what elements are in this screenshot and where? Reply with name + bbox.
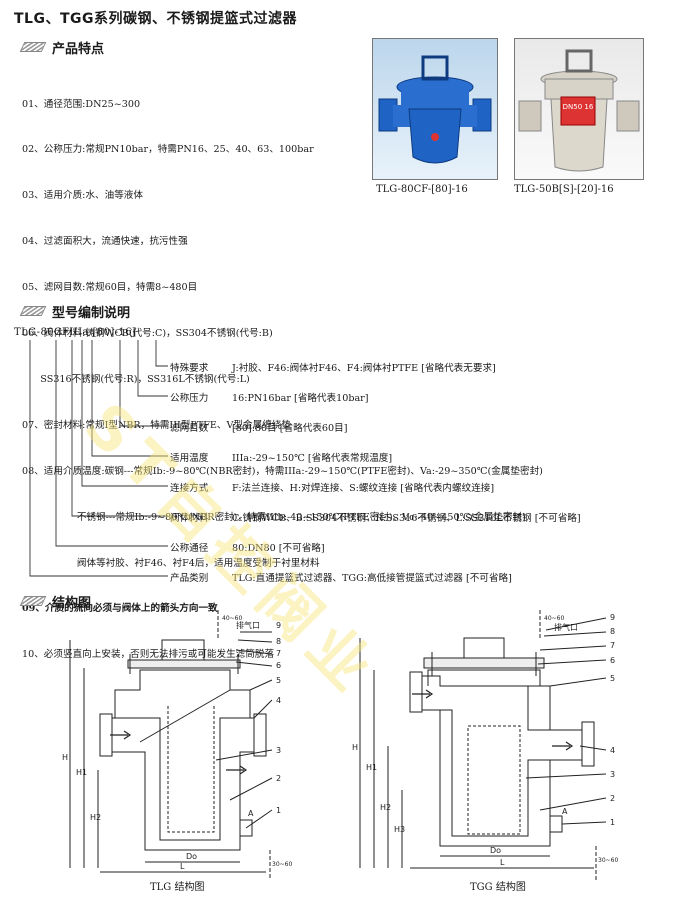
feature-item: 06、阀体材料:铸钢WCB(代号:C)，SS304不锈钢(代号:B): [22, 328, 273, 340]
feature-item: 不锈钢---常规Ib:-9~80℃(NBR密封)，特需IIIb:-40~150℃…: [22, 511, 526, 523]
diagram-caption: TLG 结构图: [150, 882, 205, 893]
decode-key: 产品类别: [170, 573, 209, 584]
photo-plate-text: DN50 16: [563, 103, 594, 111]
page-title: TLG、TGG系列碳钢、不锈钢提篮式过滤器: [14, 11, 297, 27]
dim-label: H2: [90, 813, 101, 822]
section-model-title: 型号编制说明: [52, 306, 131, 321]
decode-row: 连接方式 F:法兰连接、H:对焊连接、S:螺纹连接 [省略代表内螺纹连接]: [170, 480, 494, 494]
part-number: 3: [276, 746, 281, 755]
tlg-structure-diagram: 排气口 9 8 7 6 5 4 3 2 1 H H1 H2 Do L A 40~…: [62, 610, 292, 880]
decode-value: 16:PN16bar [省略代表10bar]: [232, 393, 369, 404]
dim-label: Do: [186, 852, 197, 861]
dim-label: 30~60: [272, 861, 292, 868]
dim-label: H: [62, 753, 68, 762]
feature-item: 07、密封材料:常规I型NBR，特需III型PTFE、V型金属缠绕垫: [22, 419, 291, 431]
photo-caption: TLG-80CF-[80]-16: [376, 184, 468, 195]
decode-value: TLG:直通提篮式过滤器、TGG:高低接管提篮式过滤器 [不可省略]: [232, 573, 512, 584]
part-number: 2: [276, 774, 281, 783]
part-number: 4: [276, 696, 281, 705]
decode-value: [80]:80目 [省略代表60目]: [232, 423, 348, 434]
section-marker: [19, 596, 47, 606]
diagram-caption: TGG 结构图: [470, 882, 526, 893]
decode-row: 特殊要求 J:衬胶、F46:阀体衬F46、F4:阀体衬PTFE [省略代表无要求]: [170, 360, 496, 374]
decode-row: 公称压力 16:PN16bar [省略代表10bar]: [170, 390, 369, 404]
dim-label: A: [562, 807, 568, 816]
vent-label: 排气口: [236, 620, 260, 630]
feature-item: 08、适用介质温度:碳钢---常规Ib:-9~80℃(NBR密封)，特需IIIa…: [22, 465, 543, 477]
dim-label: H: [352, 743, 358, 752]
dim-label: A: [248, 809, 254, 818]
decode-key: 公称压力: [170, 393, 209, 404]
feature-item: 03、适用介质:水、油等液体: [22, 190, 143, 202]
tgg-structure-diagram: 排气口 9 8 7 6 5 4 3 2 1 H H1 H2 H3 Do L A …: [352, 610, 618, 880]
dim-label: H3: [394, 825, 405, 834]
dim-label: L: [180, 862, 185, 871]
decode-value: IIIa:-29~150℃ [省略代表常规温度]: [232, 453, 393, 464]
decode-value: J:衬胶、F46:阀体衬F46、F4:阀体衬PTFE [省略代表无要求]: [232, 363, 496, 374]
feature-item: 02、公称压力:常规PN10bar，特需PN16、25、40、63、100bar: [22, 144, 314, 156]
feature-item: 01、通径范围:DN25~300: [22, 98, 141, 110]
part-number: 2: [610, 794, 615, 803]
part-number: 9: [276, 621, 281, 630]
decode-key: 滤网目数: [170, 423, 209, 434]
part-number: 7: [610, 641, 615, 650]
dim-label: H1: [76, 768, 87, 777]
decode-key: 阀体材料: [170, 513, 209, 524]
dim-label: 40~60: [544, 615, 564, 622]
decode-key: 公称通径: [170, 543, 209, 554]
dim-label: Do: [490, 846, 501, 855]
part-number: 5: [276, 676, 281, 685]
part-number: 6: [610, 656, 615, 665]
part-number: 4: [610, 746, 615, 755]
model-code: TLG-80CFIIIa-[80]-16J: [14, 327, 137, 338]
decode-value: F:法兰连接、H:对焊连接、S:螺纹连接 [省略代表内螺纹连接]: [232, 483, 495, 494]
feature-item: 10、必须竖直向上安装，否则无法排污或可能发生滤筒脱落: [22, 649, 275, 661]
section-structure-title: 结构图: [52, 596, 92, 611]
decode-key: 连接方式: [170, 483, 209, 494]
decode-row: 适用温度 IIIa:-29~150℃ [省略代表常规温度]: [170, 450, 392, 464]
decode-key: 特殊要求: [170, 363, 209, 374]
dim-label: L: [500, 858, 505, 867]
features-list: 01、通径范围:DN25~300 02、公称压力:常规PN10bar，特需PN1…: [22, 66, 543, 678]
part-number: 7: [276, 649, 281, 658]
decode-row: 阀体材料 C:铸钢WCB、B:SS304不锈钢、R:SS316不锈钢、L:SS31…: [170, 510, 581, 524]
dim-label: 30~60: [598, 857, 618, 864]
feature-item: SS316不锈钢(代号:R)，SS316L不锈钢(代号:L): [22, 373, 250, 385]
part-number: 1: [276, 806, 281, 815]
part-number: 8: [276, 637, 281, 646]
photo-caption: TLG-50B[S]-[20]-16: [514, 184, 614, 195]
part-number: 1: [610, 818, 615, 827]
feature-item: 09、介质的流向必须与阀体上的箭头方向一致: [22, 603, 218, 615]
decode-row: 公称通径 80:DN80 [不可省略]: [170, 540, 325, 554]
section-features-title: 产品特点: [52, 42, 105, 57]
feature-item: 阀体等衬胶、衬F46、衬F4后，适用温度受制于衬里材料: [22, 557, 320, 569]
decode-row: 滤网目数 [80]:80目 [省略代表60目]: [170, 420, 347, 434]
product-photo-tlg: [372, 38, 498, 180]
dim-label: 40~60: [222, 615, 242, 622]
product-photo-tlg-ss: DN50 16: [514, 38, 644, 180]
part-number: 8: [610, 627, 615, 636]
feature-item: 05、滤网目数:常规60目，特需8~480目: [22, 282, 198, 294]
decode-key: 适用温度: [170, 453, 209, 464]
decode-value: C:铸钢WCB、B:SS304不锈钢、R:SS316不锈钢、L:SS316L不锈…: [232, 513, 581, 524]
part-number: 5: [610, 674, 615, 683]
dim-label: H2: [380, 803, 391, 812]
part-number: 6: [276, 661, 281, 670]
decode-value: 80:DN80 [不可省略]: [232, 543, 325, 554]
feature-item: 04、过滤面积大，流通快速，抗污性强: [22, 236, 188, 248]
dim-label: H1: [366, 763, 377, 772]
vent-label: 排气口: [554, 622, 578, 632]
part-number: 9: [610, 613, 615, 622]
part-number: 3: [610, 770, 615, 779]
decode-row: 产品类别 TLG:直通提篮式过滤器、TGG:高低接管提篮式过滤器 [不可省略]: [170, 570, 512, 584]
